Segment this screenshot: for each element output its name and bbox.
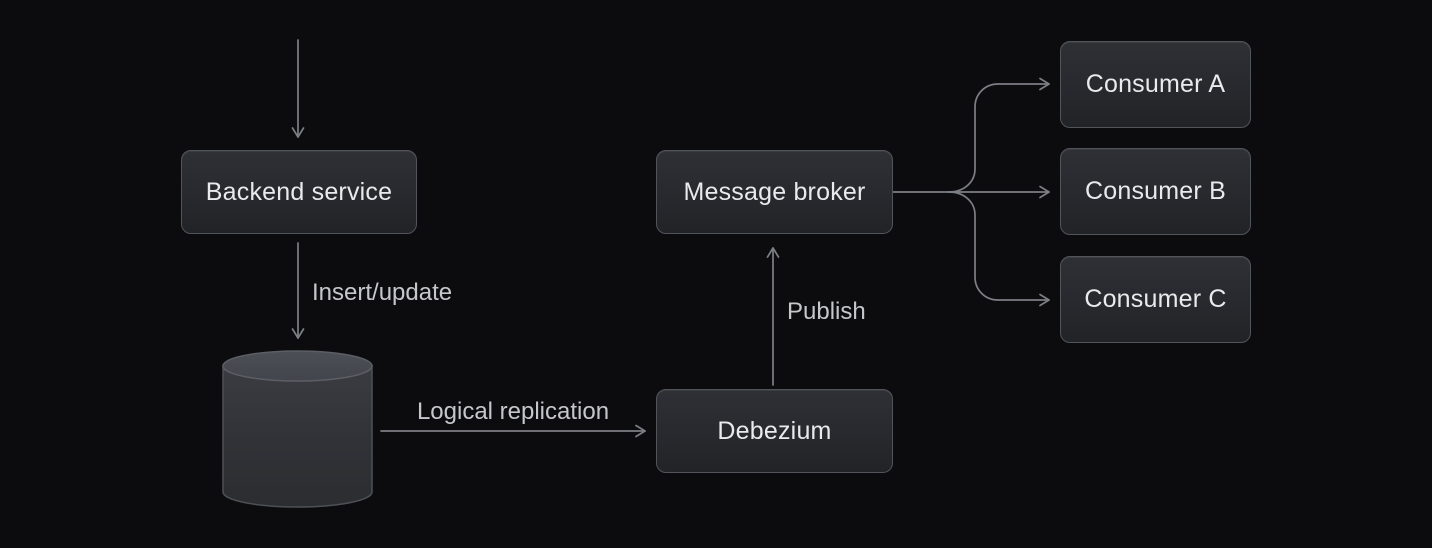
edge-label-logical-replication: Logical replication — [416, 398, 610, 425]
edge-broker-to-consumer-c — [948, 191, 1050, 307]
database-cylinder-icon — [222, 350, 373, 508]
node-consumer-b: Consumer B — [1060, 148, 1251, 235]
node-consumer-c-label: Consumer C — [1084, 285, 1227, 313]
node-message-broker-label: Message broker — [683, 177, 866, 206]
edge-broker-to-consumer-a — [948, 77, 1050, 193]
edge-label-publish: Publish — [787, 298, 866, 325]
edge-label-insert-update: Insert/update — [312, 279, 453, 306]
node-debezium-label: Debezium — [717, 416, 832, 445]
node-debezium: Debezium — [656, 389, 893, 473]
node-backend-service-label: Backend service — [205, 177, 393, 206]
node-consumer-a-label: Consumer A — [1085, 70, 1226, 98]
node-consumer-b-label: Consumer B — [1085, 177, 1226, 205]
node-backend-service: Backend service — [181, 150, 417, 234]
node-consumer-a: Consumer A — [1060, 41, 1251, 128]
node-consumer-c: Consumer C — [1060, 256, 1251, 343]
node-message-broker: Message broker — [656, 150, 893, 234]
